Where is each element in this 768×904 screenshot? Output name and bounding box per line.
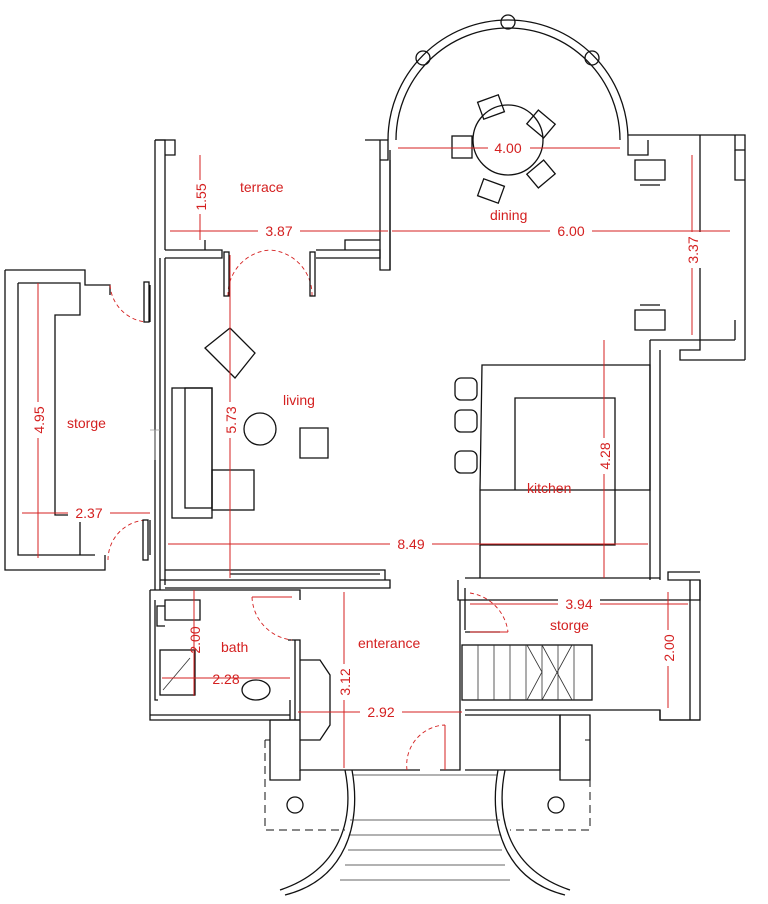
dim-kitchen-depth: 4.28	[597, 442, 613, 469]
dim-terrace-width: 3.87	[265, 223, 292, 239]
dim-storage-left-width: 2.37	[75, 505, 102, 521]
room-label-terrace: terrace	[240, 179, 284, 195]
dim-storage-right-width: 3.94	[565, 596, 592, 612]
dim-bath-depth: 2.00	[187, 626, 203, 653]
room-label-dining: dining	[490, 207, 527, 223]
dim-entrance-depth: 3.12	[337, 668, 353, 695]
room-label-storage-left: storge	[67, 415, 106, 431]
dimension-lines	[22, 147, 730, 768]
dimension-labels: 4.00 1.55 3.87 6.00 3.37 4.95 5.73 4.28 …	[30, 139, 702, 721]
dining-bay-walls	[387, 14, 629, 141]
dining-table	[472, 104, 544, 176]
doors	[107, 249, 509, 771]
room-label-bath: bath	[221, 639, 248, 655]
dim-dining-table: 4.00	[494, 140, 521, 156]
dim-dining-width: 6.00	[557, 223, 584, 239]
dim-entrance-width: 2.92	[367, 704, 394, 720]
stairs	[461, 644, 593, 701]
room-label-storage-right: storge	[550, 617, 589, 633]
dim-living-width: 8.49	[397, 536, 424, 552]
room-label-kitchen: kitchen	[527, 480, 571, 496]
dim-living-depth: 5.73	[223, 406, 239, 433]
room-labels: terrace dining living storge kitchen bat…	[67, 179, 589, 655]
room-label-entrance: enterance	[358, 635, 420, 651]
dim-bath-width: 2.28	[212, 671, 239, 687]
dim-storage-left-length: 4.95	[31, 406, 47, 433]
porch	[264, 739, 591, 896]
dim-terrace-depth: 1.55	[193, 183, 209, 210]
room-label-living: living	[283, 392, 315, 408]
furniture	[156, 93, 666, 741]
dim-dining-depth: 3.37	[685, 236, 701, 263]
dim-storage-right-depth: 2.00	[661, 634, 677, 661]
